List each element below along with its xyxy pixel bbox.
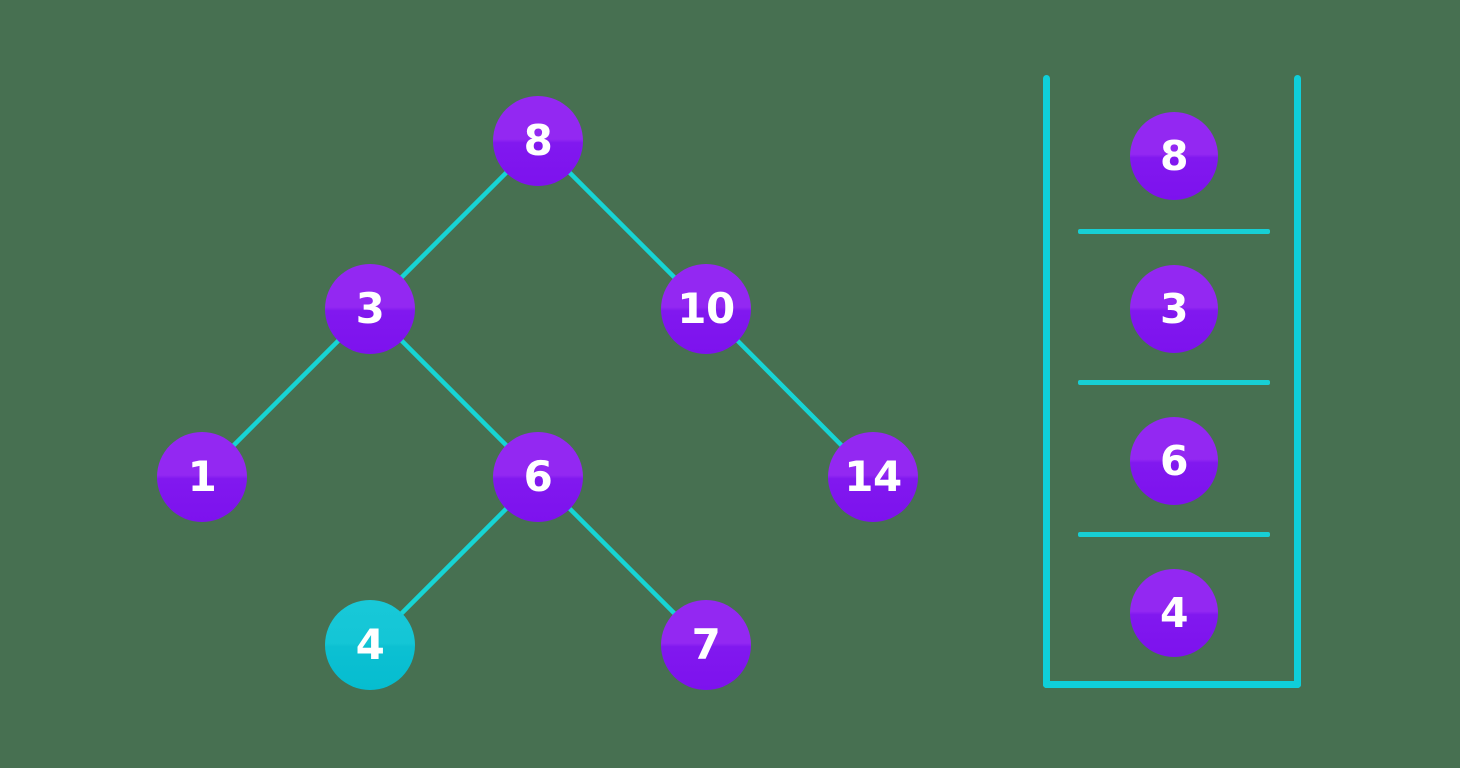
tree-edge xyxy=(396,167,512,283)
stack-item-3[interactable]: 3 xyxy=(1130,265,1218,353)
stack-item-label: 6 xyxy=(1159,436,1189,485)
tree-node-8[interactable]: 8 xyxy=(493,96,583,186)
tree-node-label: 10 xyxy=(677,284,735,333)
tree-edge xyxy=(564,503,680,619)
stack-item-label: 4 xyxy=(1159,588,1189,637)
tree-edge xyxy=(564,167,680,283)
tree-node-14[interactable]: 14 xyxy=(828,432,918,522)
stack-rail-left xyxy=(1043,75,1050,688)
tree-node-label: 1 xyxy=(187,452,217,501)
stack-divider xyxy=(1078,532,1270,537)
stack-rail-right xyxy=(1294,75,1301,688)
stack-rail-bottom xyxy=(1043,681,1301,688)
stack-item-label: 8 xyxy=(1159,131,1189,180)
tree-node-6[interactable]: 6 xyxy=(493,432,583,522)
tree-node-label: 3 xyxy=(355,284,385,333)
tree-node-label: 7 xyxy=(691,620,721,669)
tree-node-label: 4 xyxy=(355,620,385,669)
tree-node-label: 14 xyxy=(844,452,902,501)
tree-node-10[interactable]: 10 xyxy=(661,264,751,354)
tree-node-3[interactable]: 3 xyxy=(325,264,415,354)
stack-item-6[interactable]: 6 xyxy=(1130,417,1218,505)
tree-node-7[interactable]: 7 xyxy=(661,600,751,690)
stack-item-8[interactable]: 8 xyxy=(1130,112,1218,200)
stack-item-4[interactable]: 4 xyxy=(1130,569,1218,657)
tree-edge xyxy=(732,335,847,451)
tree-node-label: 8 xyxy=(523,116,553,165)
tree-node-1[interactable]: 1 xyxy=(157,432,247,522)
tree-edge xyxy=(228,335,344,451)
stack-divider xyxy=(1078,380,1270,385)
tree-node-label: 6 xyxy=(523,452,553,501)
stack-divider xyxy=(1078,229,1270,234)
tree-edge xyxy=(396,503,512,619)
stack-item-label: 3 xyxy=(1159,284,1189,333)
tree-edge xyxy=(396,335,512,451)
tree-node-4[interactable]: 4 xyxy=(325,600,415,690)
